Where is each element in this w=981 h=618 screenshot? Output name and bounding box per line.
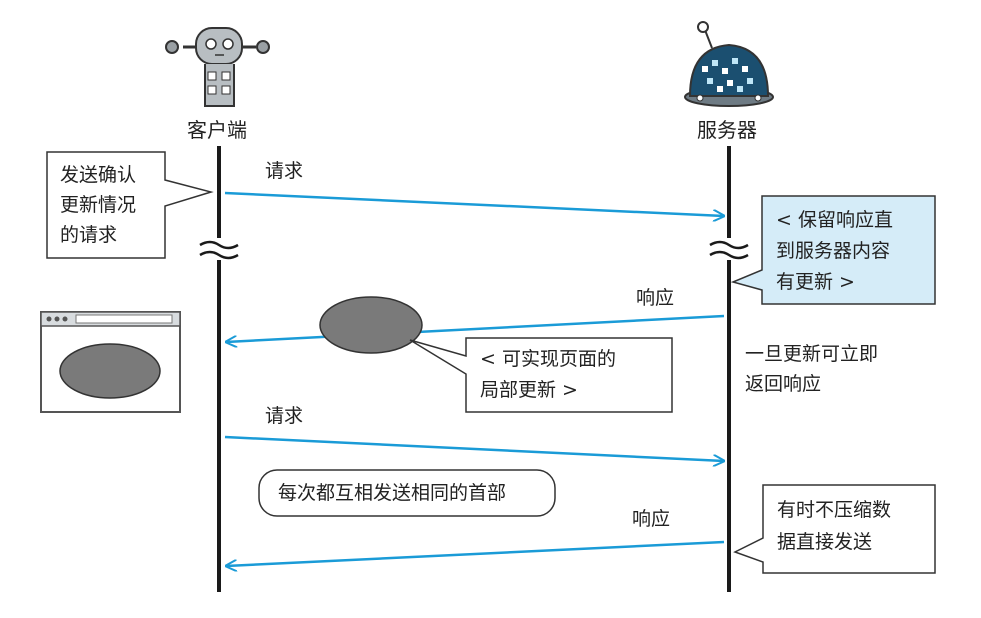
partial-content-ellipse (319, 296, 423, 354)
partial-update-line-2: 局部更新 > (480, 379, 578, 401)
server-hold-callout (730, 195, 936, 305)
partial-update-line-1: < 可实现页面的 (480, 348, 616, 370)
server-hold-line-2: 到服务器内容 (776, 240, 891, 262)
response-arrow-1 (226, 314, 725, 342)
client-note-line-2: 更新情况 (60, 194, 137, 216)
request-arrow-1 (224, 191, 724, 216)
same-header-note: 每次都互相发送相同的首部 (278, 482, 507, 504)
request-label-2: 请求 (265, 405, 304, 427)
client-note-callout (46, 151, 214, 259)
server-break-mark (709, 238, 749, 260)
uncompressed-line-1: 有时不压缩数 (777, 499, 892, 521)
server-label: 服务器 (697, 118, 757, 142)
request-arrow-2 (224, 435, 724, 461)
server-hold-line-1: < 保留响应直 (776, 209, 893, 231)
partial-update-callout (409, 337, 673, 413)
server-robot-icon (684, 21, 774, 107)
request-label-1: 请求 (265, 160, 304, 182)
browser-window-icon (40, 311, 181, 413)
client-robot-icon (165, 27, 270, 107)
client-label: 客户端 (187, 118, 247, 142)
uncompressed-callout (733, 484, 936, 574)
server-hold-line-3: 有更新 > (776, 271, 855, 293)
uncompressed-line-2: 据直接发送 (777, 531, 873, 553)
same-header-note-box (258, 469, 556, 517)
immediate-return-line-1: 一旦更新可立即 (745, 343, 879, 365)
immediate-return-line-2: 返回响应 (745, 373, 822, 395)
client-note-line-1: 发送确认 (60, 164, 137, 186)
response-label-1: 响应 (636, 287, 675, 309)
response-label-2: 响应 (632, 508, 671, 530)
response-arrow-2 (226, 540, 725, 566)
client-break-mark (199, 238, 239, 260)
client-note-line-3: 的请求 (60, 224, 118, 246)
